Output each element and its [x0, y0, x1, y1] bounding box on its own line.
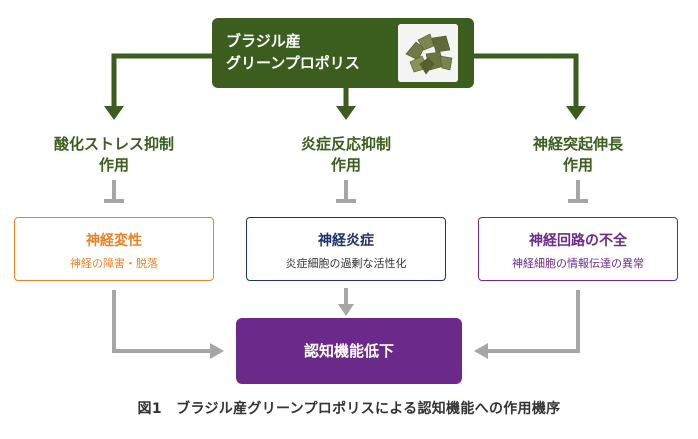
flow-arrowhead-center — [338, 304, 354, 316]
action-antioxidant-line2: 作用 — [98, 156, 129, 174]
action-antioxidant: 酸化ストレス抑制 作用 — [14, 134, 214, 176]
condition-circuit-dysfunction-subtitle: 神経細胞の情報伝達の異常 — [512, 257, 644, 270]
condition-neurodegeneration-subtitle: 神経の障害・脱落 — [70, 257, 158, 270]
source-title-line1: ブラジル産 — [226, 32, 301, 50]
action-antioxidant-line1: 酸化ストレス抑制 — [53, 135, 174, 153]
condition-neuroinflammation-title: 神経炎症 — [318, 233, 374, 249]
propolis-image — [398, 24, 458, 82]
action-anti-inflammatory-line2: 作用 — [330, 156, 361, 174]
action-anti-inflammatory: 炎症反応抑制 作用 — [246, 134, 446, 176]
condition-neuroinflammation-subtitle: 炎症細胞の過剰な活性化 — [285, 257, 407, 270]
action-anti-inflammatory-line1: 炎症反応抑制 — [300, 135, 391, 153]
condition-circuit-dysfunction-title: 神経回路の不全 — [529, 233, 627, 249]
source-title: ブラジル産 グリーンプロポリス — [226, 30, 360, 74]
source-box: ブラジル産 グリーンプロポリス — [212, 18, 474, 88]
flow-left — [112, 290, 212, 353]
result-label: 認知機能低下 — [303, 342, 394, 360]
result-box: 認知機能低下 — [236, 318, 462, 384]
action-neurite-outgrowth-line2: 作用 — [562, 156, 593, 174]
condition-neuroinflammation: 神経炎症 炎症細胞の過剰な活性化 — [246, 217, 446, 281]
branch-right — [474, 53, 579, 108]
flow-arrowhead-right — [474, 343, 488, 359]
figure-caption: 図1 ブラジル産グリーンプロポリスによる認知機能への作用機序 — [137, 401, 561, 417]
condition-circuit-dysfunction: 神経回路の不全 神経細胞の情報伝達の異常 — [478, 217, 678, 281]
condition-neurodegeneration-title: 神経変性 — [86, 233, 142, 249]
action-neurite-outgrowth: 神経突起伸長 作用 — [478, 134, 678, 176]
arrowhead-left — [104, 106, 124, 120]
arrowhead-center — [336, 106, 356, 120]
flow-right — [486, 290, 580, 353]
condition-neurodegeneration: 神経変性 神経の障害・脱落 — [14, 217, 214, 281]
source-title-line2: グリーンプロポリス — [226, 54, 360, 72]
arrowhead-right — [566, 106, 586, 120]
flow-arrowhead-left — [210, 343, 224, 359]
action-neurite-outgrowth-line1: 神経突起伸長 — [532, 135, 623, 153]
branch-left — [111, 53, 212, 108]
